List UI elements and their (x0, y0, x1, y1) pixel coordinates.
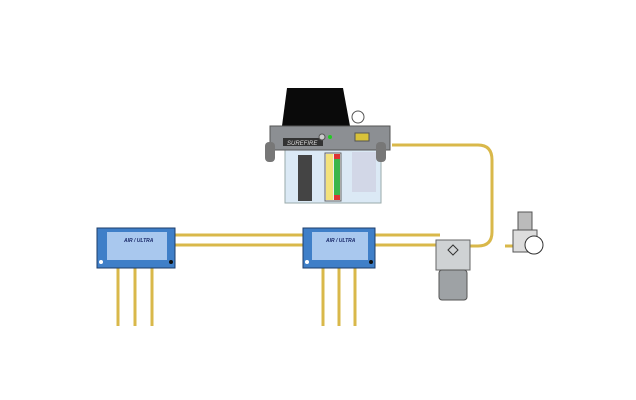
pipes (116, 143, 515, 326)
clip-right (376, 142, 386, 162)
regulator-knob (517, 211, 533, 231)
outlet-pipes-left (116, 268, 154, 326)
regulator-gauge-icon (524, 235, 544, 255)
distributor-right: AIR / ULTRA (302, 227, 376, 269)
pressure-regulator (512, 211, 544, 255)
filter-logo-icon (447, 244, 459, 256)
level-scale (326, 154, 333, 200)
level-red-bottom (334, 195, 340, 200)
level-green (334, 154, 340, 200)
brand-label: SUREFIRE (287, 141, 318, 147)
filter-mesh (352, 152, 376, 192)
clip-left (265, 142, 275, 162)
pump-to-filter-pipe (392, 143, 494, 248)
distributor-label: AIR / ULTRA (325, 238, 356, 244)
pump-unit: SUREFIRE (265, 88, 391, 204)
filter-bowl (438, 269, 468, 301)
distributor-panel (312, 232, 368, 260)
level-red-top (334, 154, 340, 159)
air-filter (435, 239, 471, 301)
knob (318, 133, 326, 141)
distributor-label: AIR / ULTRA (123, 238, 154, 244)
outlet-pipes-right (321, 268, 357, 326)
reservoir (282, 88, 350, 126)
status-led (328, 135, 332, 139)
distributor-panel (107, 232, 167, 260)
distributor-left: AIR / ULTRA (96, 227, 176, 269)
brand-plate (283, 138, 323, 146)
valve (354, 132, 370, 142)
pressure-gauge-icon (351, 110, 365, 124)
pump-piston (298, 155, 312, 201)
